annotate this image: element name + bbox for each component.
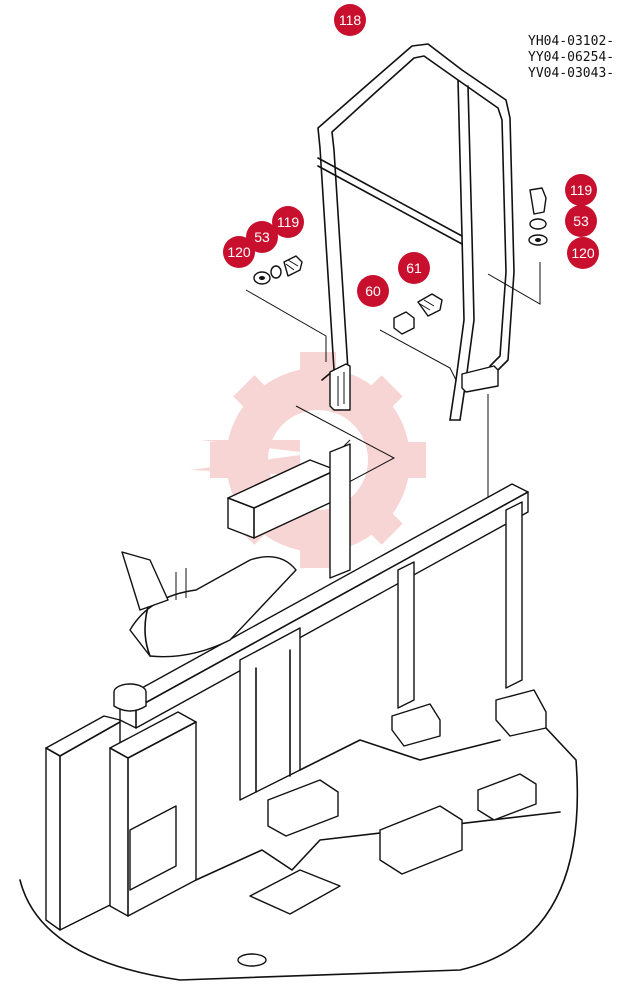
callout-118[interactable]: 118 — [334, 4, 366, 36]
callout-53-left[interactable]: 53 — [246, 221, 278, 253]
svg-text:119: 119 — [277, 214, 300, 230]
serial-number: YV04-03043- — [528, 66, 615, 81]
hardware-center — [393, 293, 443, 335]
callout-120-left[interactable]: 120 — [223, 236, 255, 268]
callout-119-left[interactable]: 119 — [272, 206, 304, 238]
svg-text:118: 118 — [339, 12, 362, 28]
serial-number-list: YH04-03102- YY04-06254- YV04-03043- — [528, 34, 636, 82]
callout-61[interactable]: 61 — [398, 252, 430, 284]
hardware-left — [253, 255, 303, 285]
serial-number: YY04-06254- — [528, 50, 615, 65]
callout-120-right[interactable]: 120 — [567, 237, 599, 269]
machine-frame — [19, 443, 579, 981]
svg-text:60: 60 — [365, 283, 381, 299]
svg-text:120: 120 — [571, 245, 595, 261]
callout-60[interactable]: 60 — [357, 275, 389, 307]
guard-frame — [317, 43, 515, 421]
callout-53-right[interactable]: 53 — [565, 205, 597, 237]
svg-text:53: 53 — [573, 213, 589, 229]
svg-text:61: 61 — [406, 260, 422, 276]
svg-text:119: 119 — [570, 182, 593, 198]
svg-text:53: 53 — [254, 229, 270, 245]
callouts: 118 119 53 120 61 60 119 53 — [223, 4, 599, 307]
hardware-right — [528, 187, 548, 246]
serial-number: YH04-03102- — [528, 34, 615, 49]
callout-119-right[interactable]: 119 — [565, 174, 597, 206]
svg-text:120: 120 — [227, 244, 251, 260]
